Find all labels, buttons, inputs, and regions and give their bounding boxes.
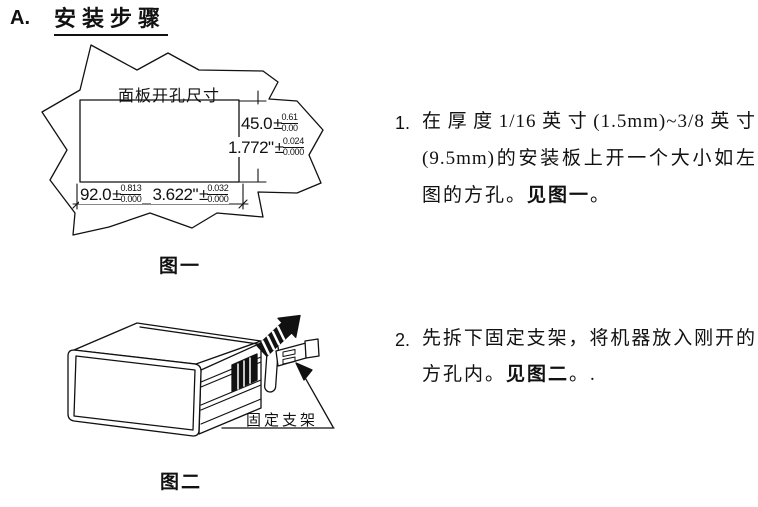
panel-cutout-label: 面板开孔尺寸	[118, 88, 221, 105]
device-front-bezel-inner	[73, 355, 196, 431]
latch-slot-hatch	[237, 357, 251, 390]
figure1-caption: 图一	[159, 256, 202, 277]
step2-line1: 先拆下固定支架，将机器放入刚开的	[422, 328, 756, 349]
see-figure2-ref: 见图二	[506, 364, 570, 385]
panel-cutout-rect	[79, 99, 240, 183]
plus-minus-sign: ±	[274, 137, 284, 157]
dim-height-in-tolerance: 0.024 0.000	[282, 136, 304, 157]
dim-width-in-tolerance: 0.032 0.000	[207, 183, 229, 204]
dim-width-mm: 92.0 ± 0.813 0.000	[79, 183, 143, 204]
plus-minus-sign: ±	[199, 184, 209, 204]
step1-number: 1.	[395, 113, 411, 133]
section-heading: A. 安装步骤	[10, 6, 169, 36]
step2-number: 2.	[395, 330, 411, 350]
bracket-pointer-shaft	[302, 373, 334, 428]
step2-line2: 方孔内。见图二。.	[422, 364, 597, 385]
step1-line1: 在厚度1/16英寸(1.5mm)~3/8英寸	[422, 111, 756, 132]
page-title: 安装步骤	[54, 6, 169, 36]
bracket-label: 固定支架	[246, 413, 319, 429]
bracket-pointer-arrow-icon	[295, 362, 313, 381]
dim-height-mm-value: 45.0	[241, 113, 273, 133]
section-letter: A.	[10, 7, 30, 29]
dim-height-in: 1.772" ± 0.024 0.000	[227, 136, 305, 157]
figure2-drawing	[67, 314, 335, 437]
plus-minus-sign: ±	[112, 184, 122, 204]
dimension-lines	[72, 90, 267, 210]
dim-width-in: 3.622" ± 0.032 0.000	[151, 183, 230, 204]
dim-width-row: 92.0 ± 0.813 0.000 3.622" ± 0.032 0.000	[79, 183, 230, 204]
mounting-bracket-slots	[282, 349, 296, 365]
dim-width-in-value: 3.622"	[152, 184, 199, 204]
mounting-bracket-end-tab	[304, 338, 320, 359]
step1-line2: (9.5mm)的安装板上开一个大小如左	[422, 148, 756, 169]
figure2-caption: 图二	[160, 472, 203, 493]
dim-height-in-value: 1.772"	[228, 137, 274, 157]
step1-line3: 图的方孔。见图一。	[422, 185, 612, 206]
removal-direction-arrow-icon	[256, 314, 301, 357]
plus-minus-sign: ±	[273, 113, 283, 133]
dim-width-mm-tolerance: 0.813 0.000	[120, 183, 142, 204]
dim-height-mm-tolerance: 0.61 0.00	[281, 112, 298, 133]
dim-width-mm-value: 92.0	[80, 184, 112, 204]
device-front-bezel	[67, 349, 202, 437]
see-figure1-ref: 见图一	[527, 185, 591, 206]
device-top-ridge	[139, 326, 259, 345]
dim-height-mm: 45.0 ± 0.61 0.00	[240, 112, 299, 133]
